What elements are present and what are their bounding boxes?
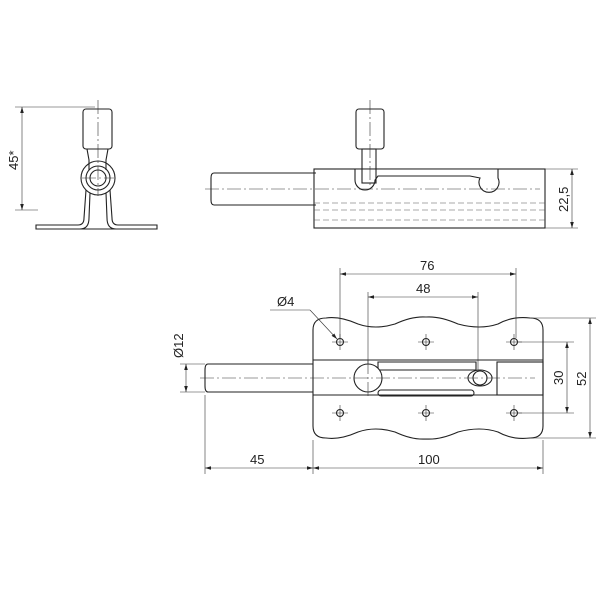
dim-side-height: 45* xyxy=(6,150,21,170)
dim-hole-spacing-y: 30 xyxy=(551,371,566,385)
dim-hole-spacing-x: 76 xyxy=(420,258,434,273)
mounting-holes xyxy=(332,334,522,421)
dim-slot-length: 48 xyxy=(416,281,430,296)
dim-plate-length: 100 xyxy=(418,452,440,467)
top-view: 76 48 Ø4 Ø12 30 52 45 100 xyxy=(171,258,596,474)
dim-rod-diameter: Ø12 xyxy=(171,333,186,358)
dim-front-height: 22,5 xyxy=(556,187,571,212)
dim-plate-height: 52 xyxy=(574,372,589,386)
dim-hole-diameter: Ø4 xyxy=(277,294,294,309)
side-view: 45* xyxy=(6,100,158,230)
front-view: 22,5 xyxy=(205,100,578,229)
dim-rod-extension: 45 xyxy=(250,452,264,467)
